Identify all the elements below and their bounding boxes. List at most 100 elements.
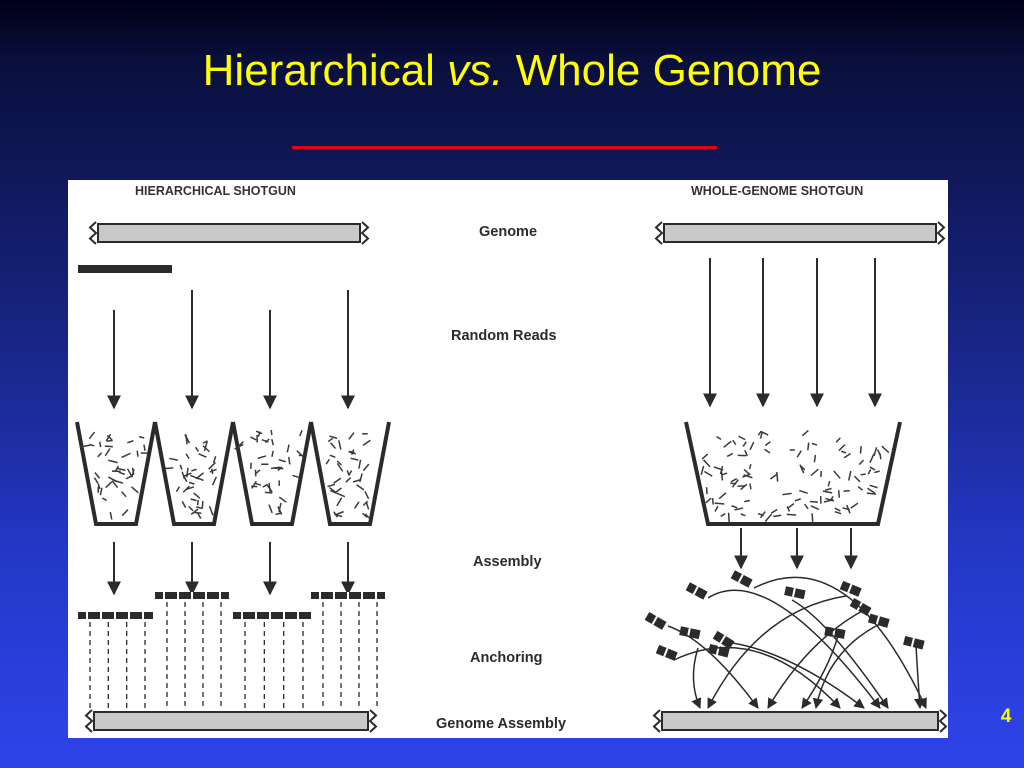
right-fragment-bucket-fragment [873, 447, 878, 456]
left-fragment-bucket-1-fragment [106, 439, 113, 442]
scattered-contig-gap [663, 647, 669, 658]
left-fragment-bucket-1-fragment [121, 452, 131, 459]
left-fragment-bucket-2-fragment [188, 505, 194, 512]
left-fragment-bucket-1-fragment [106, 434, 113, 441]
left-fragment-bucket-4-fragment [362, 463, 370, 472]
left-fragment-bucket-4-fragment [359, 473, 363, 483]
right-fragment-bucket-fragment [742, 473, 751, 478]
right-fragment-bucket-fragment [809, 500, 818, 503]
anchoring-curve-3 [667, 625, 759, 709]
right-fragment-bucket-fragment [776, 471, 779, 482]
left-fragment-bucket-2-fragment [211, 476, 218, 486]
left-fragment-bucket-2-fragment [181, 501, 187, 509]
left-fragment-bucket-2-fragment [182, 485, 190, 493]
right-fragment-bucket-fragment [822, 490, 833, 494]
left-fragment-bucket-1-fragment [97, 483, 101, 490]
right-fragment-bucket-fragment [716, 435, 722, 441]
right-fragment-bucket-fragment [703, 470, 713, 477]
left-fragment-bucket-4-fragment [336, 497, 343, 507]
scattered-contig-1 [685, 582, 708, 600]
left-fragment-bucket-4 [309, 421, 391, 526]
left-fragment-bucket-2-fragment [196, 499, 199, 506]
left-fragment-bucket-1-fragment [109, 512, 113, 520]
left-fragment-bucket-1-fragment [131, 469, 135, 477]
right-fragment-bucket-fragment [859, 445, 862, 454]
left-fragment-bucket-3-fragment [268, 504, 273, 514]
right-fragment-bucket-fragment [770, 508, 778, 514]
anchoring-curve-1 [707, 589, 881, 709]
scattered-contig-gap [832, 627, 836, 638]
anchoring-curve-2 [753, 576, 927, 709]
left-fragment-bucket-1-fragment [93, 477, 99, 484]
left-contig-4-gap [333, 592, 335, 599]
left-fragment-bucket-4-fragment [348, 470, 353, 476]
left-fragment-bucket-4-fragment [345, 477, 352, 483]
anchoring-curve-9 [725, 641, 865, 709]
right-genome-assembly-bar-right-break [938, 709, 948, 733]
stage-label-assembly: Assembly [473, 554, 542, 570]
right-fragment-bucket-fragment [713, 466, 724, 471]
left-fragment-bucket-3-fragment [262, 483, 268, 488]
left-contig-3 [233, 612, 311, 619]
left-fragment-bucket-2-fragment [169, 457, 178, 461]
right-fragment-bucket-fragment [807, 442, 810, 451]
left-fragment-bucket-2-fragment [193, 492, 201, 499]
scattered-contig-body [867, 613, 890, 628]
title-part-2: Whole Genome [503, 46, 822, 95]
left-fragment-bucket-1-fragment [126, 468, 133, 478]
left-fragment-bucket-1-fragment [143, 444, 146, 451]
left-fragment-bucket-3-fragment [264, 438, 270, 444]
right-fragment-bucket-fragment [761, 431, 769, 436]
scattered-contig-body [679, 626, 701, 640]
right-fragment-bucket-fragment [796, 450, 802, 458]
scattered-contig-2 [730, 570, 753, 588]
slide-number: 4 [1000, 706, 1012, 727]
left-fragment-bucket-1-fragment [105, 433, 112, 442]
left-genome-assembly-bar-left-break [84, 709, 94, 733]
left-fragment-bucket-1-fragment [89, 443, 95, 447]
scattered-contig-12 [824, 626, 846, 639]
right-fragment-bucket-fragment [740, 483, 748, 491]
left-fragment-bucket-1-fragment [99, 441, 102, 448]
left-fragment-bucket-1-fragment [105, 481, 113, 489]
left-genome-bar-right-break [360, 221, 370, 245]
left-fragment-bucket-4-fragment [330, 442, 337, 449]
left-fragment-bucket-2-fragment [185, 453, 190, 460]
right-fragment-bucket-fragment [714, 505, 719, 512]
anchoring-curve-4 [791, 599, 889, 709]
right-fragment-bucket-fragment [803, 503, 809, 510]
left-fragment-bucket-4-fragment [336, 492, 346, 498]
left-contig-1-gap [128, 612, 130, 619]
right-fragment-bucket-fragment [847, 470, 852, 481]
left-fragment-bucket-1-fragment [88, 431, 96, 440]
right-fragment-bucket-fragment [700, 465, 705, 475]
left-fragment-bucket-2-fragment [191, 468, 197, 472]
right-fragment-bucket-fragment [759, 511, 766, 519]
left-fragment-bucket-3-fragment [278, 496, 287, 503]
left-fragment-bucket-1-fragment [111, 480, 119, 489]
right-genome-bar-right-break [936, 221, 946, 245]
left-fragment-bucket-3-fragment [254, 469, 261, 475]
left-fragment-bucket-4-fragment [329, 454, 336, 459]
left-fragment-bucket-4-fragment [329, 435, 338, 440]
left-fragment-bucket-2-fragment [196, 512, 202, 519]
scattered-contig-10 [867, 613, 890, 628]
scattered-contig-body [903, 635, 925, 650]
left-fragment-bucket-2-fragment [208, 461, 217, 470]
left-genome-assembly-bar [93, 711, 369, 731]
right-fragment-bucket-fragment [730, 478, 738, 483]
scattered-contig-gap [910, 637, 915, 648]
left-fragment-bucket-2-fragment [202, 440, 208, 444]
right-fragment-bucket-fragment [840, 450, 847, 454]
right-fragment-bucket-fragment [703, 459, 711, 468]
stage-label-genome: Genome [479, 224, 538, 240]
left-fragment-bucket-4-fragment [328, 486, 337, 493]
right-fragment-bucket-fragment [810, 468, 819, 476]
right-fragment-bucket-fragment [705, 497, 712, 504]
left-fragment-bucket-2-fragment [210, 468, 214, 475]
left-fragment-bucket-2-fragment [201, 500, 204, 509]
right-fragment-bucket-fragment [764, 441, 771, 447]
stage-label-random-reads: Random Reads [451, 328, 557, 344]
left-fragment-bucket-1-fragment [121, 509, 129, 517]
left-fragment-bucket-4-fragment [327, 437, 334, 443]
